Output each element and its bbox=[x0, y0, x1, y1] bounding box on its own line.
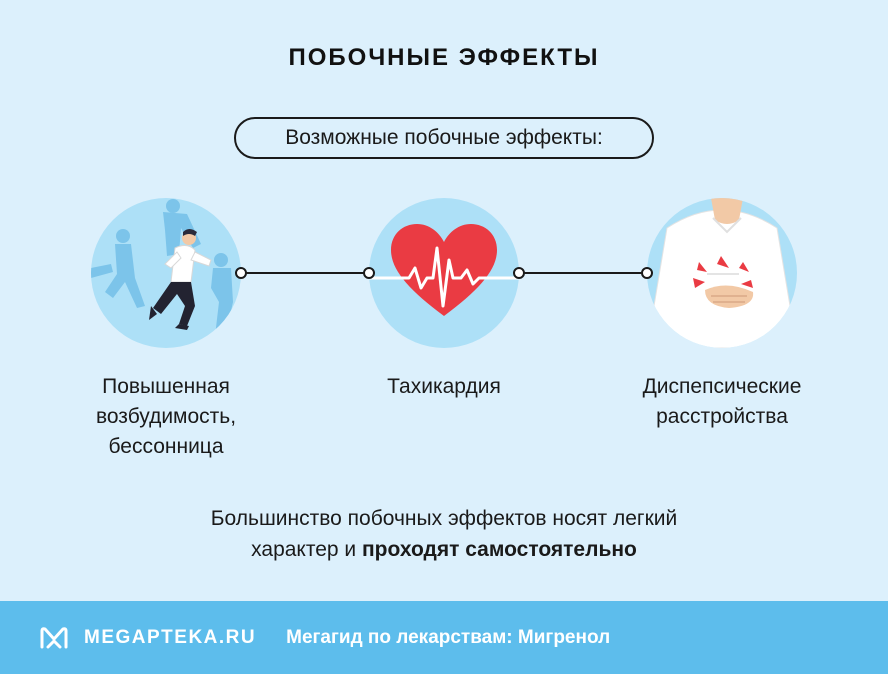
summary-plain: характер и bbox=[251, 538, 362, 561]
effect-label-insomnia: Повышенная возбудимость, бессонница bbox=[46, 372, 286, 462]
summary-text: Большинство побочных эффектов носят легк… bbox=[0, 503, 888, 565]
effect-label-line: Повышенная bbox=[102, 375, 230, 398]
tachycardia-illustration bbox=[369, 198, 519, 348]
dyspepsia-illustration bbox=[647, 198, 797, 348]
effect-label-line: бессонница bbox=[108, 435, 224, 458]
stomach-pain-icon bbox=[647, 198, 797, 348]
effect-label-dyspepsia: Диспепсические расстройства bbox=[602, 372, 842, 432]
summary-line-1: Большинство побочных эффектов носят легк… bbox=[210, 507, 678, 530]
summary-bold: проходят самостоятельно bbox=[362, 538, 637, 561]
subtitle-pill: Возможные побочные эффекты: bbox=[234, 117, 654, 159]
footer-caption: Мегагид по лекарствам: Мигренол bbox=[286, 626, 611, 648]
footer-bar: MEGAPTEKA.RU Мегагид по лекарствам: Мигр… bbox=[0, 601, 888, 674]
insomnia-illustration bbox=[91, 198, 241, 348]
effect-label-tachycardia: Тахикардия bbox=[324, 372, 564, 402]
summary-line-2: характер и проходят самостоятельно bbox=[0, 534, 888, 565]
running-person-icon bbox=[91, 199, 233, 338]
megapteka-logo-icon[interactable] bbox=[38, 625, 70, 651]
brand-link[interactable]: MEGAPTEKA.RU bbox=[84, 626, 257, 648]
page-title: ПОБОЧНЫЕ ЭФФЕКТЫ bbox=[288, 44, 600, 71]
effect-label-line: расстройства bbox=[656, 405, 788, 428]
effect-label-line: Тахикардия bbox=[387, 375, 501, 398]
effect-label-line: возбудимость, bbox=[95, 405, 237, 428]
subtitle-text: Возможные побочные эффекты: bbox=[285, 126, 603, 149]
heartbeat-icon bbox=[369, 224, 519, 316]
effect-label-line: Диспепсические bbox=[642, 375, 802, 398]
